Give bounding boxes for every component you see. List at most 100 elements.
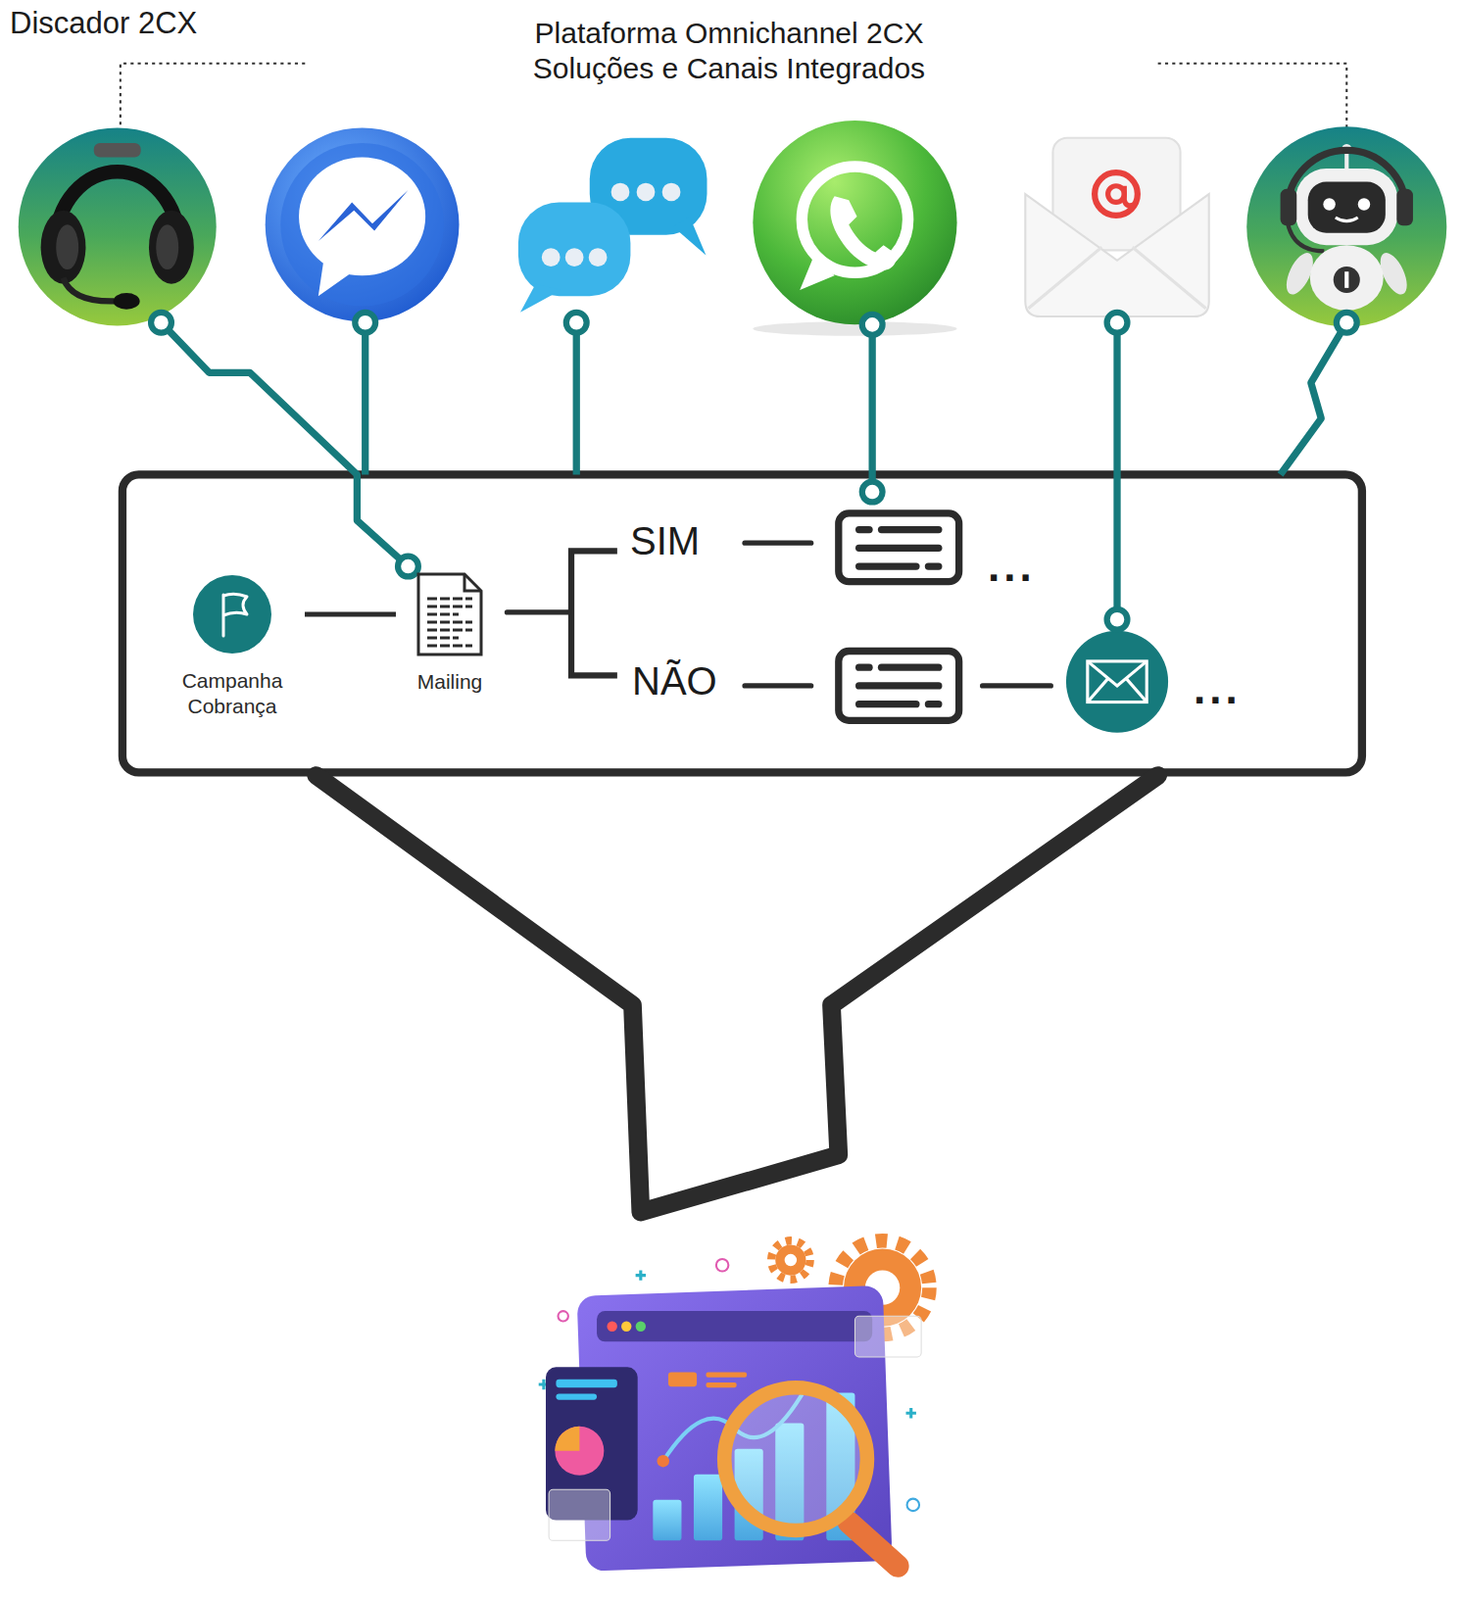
robot-icon bbox=[1335, 217, 1359, 222]
analytics-illustration bbox=[635, 1321, 646, 1332]
message-card bbox=[838, 513, 960, 721]
chat-icon bbox=[611, 183, 631, 202]
funnel bbox=[316, 776, 1159, 1214]
email-icon bbox=[1024, 194, 1209, 317]
chat-icon bbox=[565, 247, 585, 267]
wire-pin bbox=[862, 314, 883, 336]
message-card bbox=[859, 700, 917, 708]
message-card bbox=[838, 650, 960, 721]
branch-label: NÃO bbox=[632, 661, 718, 701]
wire-pin bbox=[150, 312, 172, 334]
email-step bbox=[1087, 661, 1147, 703]
analytics-illustration bbox=[652, 1500, 682, 1542]
flow-connector bbox=[304, 612, 396, 618]
flow-line bbox=[744, 540, 812, 546]
wire-pin bbox=[397, 556, 419, 578]
chat-icon bbox=[636, 183, 656, 202]
document-line bbox=[427, 605, 473, 609]
channel-wire bbox=[1280, 322, 1348, 475]
whatsapp-icon bbox=[799, 255, 834, 291]
message-card bbox=[881, 664, 939, 672]
document-line bbox=[427, 644, 473, 648]
flow-line bbox=[506, 609, 572, 615]
ellipsis-mark: ... bbox=[1193, 667, 1242, 711]
channel-wire bbox=[573, 322, 581, 475]
channel-wire bbox=[869, 324, 877, 492]
document-line bbox=[427, 597, 473, 601]
diagram-title: Plataforma Omnichannel 2CX Soluções e Ca… bbox=[484, 15, 975, 87]
channel-wire bbox=[160, 322, 1347, 620]
flow-line bbox=[571, 550, 618, 676]
analytics-illustration bbox=[724, 1387, 868, 1531]
analytics-illustration bbox=[596, 1311, 873, 1342]
robot-icon bbox=[1246, 126, 1447, 327]
headset-icon bbox=[94, 143, 142, 158]
chat-icon bbox=[673, 216, 706, 256]
analytics-illustration bbox=[554, 1426, 580, 1452]
robot-icon bbox=[1333, 266, 1361, 293]
analytics-illustration bbox=[848, 1522, 898, 1567]
whatsapp-icon bbox=[752, 120, 957, 337]
message-card bbox=[859, 664, 870, 672]
email-icon bbox=[1027, 246, 1206, 308]
robot-icon bbox=[1246, 126, 1447, 327]
flow-line bbox=[744, 683, 812, 688]
headset-icon bbox=[113, 292, 141, 310]
analytics-illustration bbox=[555, 1379, 617, 1388]
chat-icon bbox=[518, 138, 708, 313]
wire-pin bbox=[862, 482, 883, 503]
analytics-illustration bbox=[668, 1372, 697, 1388]
flow-panel bbox=[122, 474, 1363, 773]
analytics-illustration bbox=[705, 1372, 747, 1378]
campaign-node: Campanha Cobrança bbox=[159, 575, 305, 720]
branch-label: SIM bbox=[630, 521, 700, 561]
email-step bbox=[1087, 661, 1147, 703]
node-label: Mailing bbox=[417, 669, 484, 695]
whatsapp-icon bbox=[752, 120, 957, 325]
chat-icon bbox=[520, 284, 562, 313]
email-step bbox=[1066, 631, 1169, 733]
message-card bbox=[927, 700, 938, 708]
document-symbol bbox=[418, 574, 482, 655]
headset-icon bbox=[18, 127, 217, 326]
messenger-icon bbox=[280, 143, 444, 307]
message-card bbox=[859, 562, 917, 570]
wire-pin bbox=[566, 312, 587, 334]
mailing-node: Mailing bbox=[395, 571, 504, 695]
message-card bbox=[859, 526, 870, 534]
flow-line bbox=[982, 683, 1052, 688]
robot-icon bbox=[1308, 182, 1386, 234]
callout-label: Discador 2CX bbox=[9, 7, 197, 39]
analytics-illustration bbox=[716, 1259, 729, 1271]
chat-icon bbox=[518, 201, 632, 296]
document-line bbox=[427, 636, 459, 640]
message-card bbox=[881, 526, 939, 534]
headset-icon bbox=[63, 277, 115, 301]
message-card bbox=[927, 562, 938, 570]
robot-icon bbox=[1310, 244, 1384, 311]
email-icon bbox=[1123, 186, 1134, 206]
channel-wire bbox=[160, 322, 408, 567]
channel-wire bbox=[361, 322, 369, 475]
funnel bbox=[316, 776, 1159, 1214]
flow-line bbox=[506, 542, 1051, 686]
robot-icon bbox=[1280, 189, 1298, 226]
wire-pin bbox=[1107, 609, 1128, 631]
robot-icon bbox=[1344, 152, 1349, 169]
headset-icon bbox=[55, 224, 79, 270]
document-line bbox=[427, 621, 473, 625]
headset-icon bbox=[41, 210, 87, 285]
analytics-illustration bbox=[907, 1499, 920, 1512]
document-line bbox=[427, 613, 459, 617]
analytics-illustration bbox=[705, 1382, 736, 1388]
analytics-illustration bbox=[775, 1244, 806, 1275]
robot-icon bbox=[1322, 197, 1335, 210]
flag-symbol bbox=[223, 593, 247, 616]
analytics-illustration bbox=[557, 1311, 568, 1321]
robot-icon bbox=[1358, 197, 1370, 210]
analytics-illustration bbox=[555, 1393, 597, 1400]
email-step bbox=[1066, 631, 1169, 733]
